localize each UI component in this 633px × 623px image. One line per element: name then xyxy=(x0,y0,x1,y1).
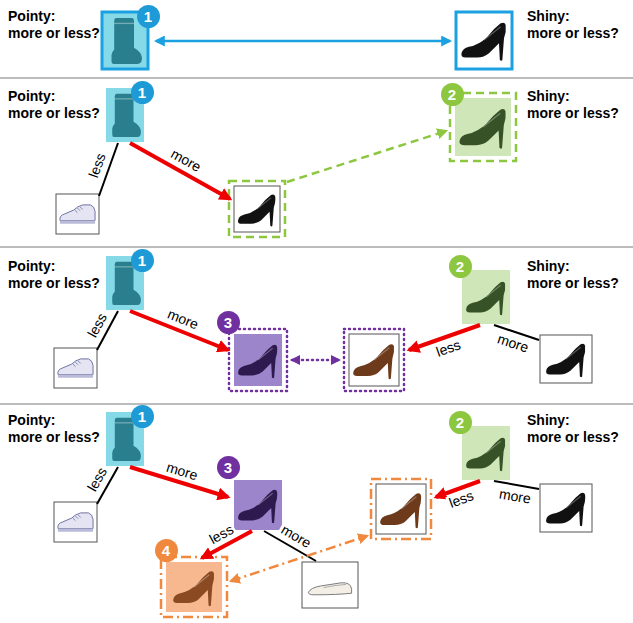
attribute-question: Pointy: more or less? xyxy=(8,88,104,122)
attribute-question: Shiny: more or less? xyxy=(527,258,623,292)
branch-label: less xyxy=(84,309,111,342)
callout-number: 1 xyxy=(144,9,152,24)
callout-number: 1 xyxy=(138,409,146,424)
callout-circle: 3 xyxy=(217,456,240,479)
branch-label: more xyxy=(493,331,532,357)
callout-circle: 4 xyxy=(155,539,178,562)
callout-number: 1 xyxy=(138,253,146,268)
callout-number: 3 xyxy=(224,315,232,330)
callout-number: 1 xyxy=(138,85,146,100)
branch-label: less xyxy=(86,149,110,181)
callout-number: 2 xyxy=(448,87,456,102)
attribute-question: Pointy: more or less? xyxy=(8,412,104,446)
branch-label: more xyxy=(495,486,533,507)
callout-circle: 1 xyxy=(137,5,160,28)
callout-circle: 2 xyxy=(449,411,472,434)
branch-label: more xyxy=(166,146,205,177)
attribute-question: Shiny: more or less? xyxy=(527,8,623,42)
callout-circle: 3 xyxy=(217,311,240,334)
attribute-question: Pointy: more or less? xyxy=(8,8,104,42)
callout-number: 3 xyxy=(224,460,232,475)
branch-label: more xyxy=(276,521,315,552)
branch-label: more xyxy=(163,459,202,484)
callout-circle: 2 xyxy=(449,255,472,278)
callout-number: 4 xyxy=(162,543,170,558)
callout-circle: 1 xyxy=(131,405,154,428)
branch-label: less xyxy=(446,488,478,512)
branch-label: less xyxy=(205,521,238,548)
callout-number: 2 xyxy=(456,415,464,430)
attribute-question: Shiny: more or less? xyxy=(527,412,623,446)
attribute-question: Shiny: more or less? xyxy=(527,88,623,122)
callout-circle: 1 xyxy=(131,249,154,272)
attribute-question: Pointy: more or less? xyxy=(8,258,104,292)
branch-label: more xyxy=(164,306,203,333)
branch-label: less xyxy=(84,464,111,497)
callout-circle: 2 xyxy=(441,83,464,106)
callout-number: 2 xyxy=(456,259,464,274)
branch-label: less xyxy=(432,336,464,360)
callout-circle: 1 xyxy=(131,81,154,104)
